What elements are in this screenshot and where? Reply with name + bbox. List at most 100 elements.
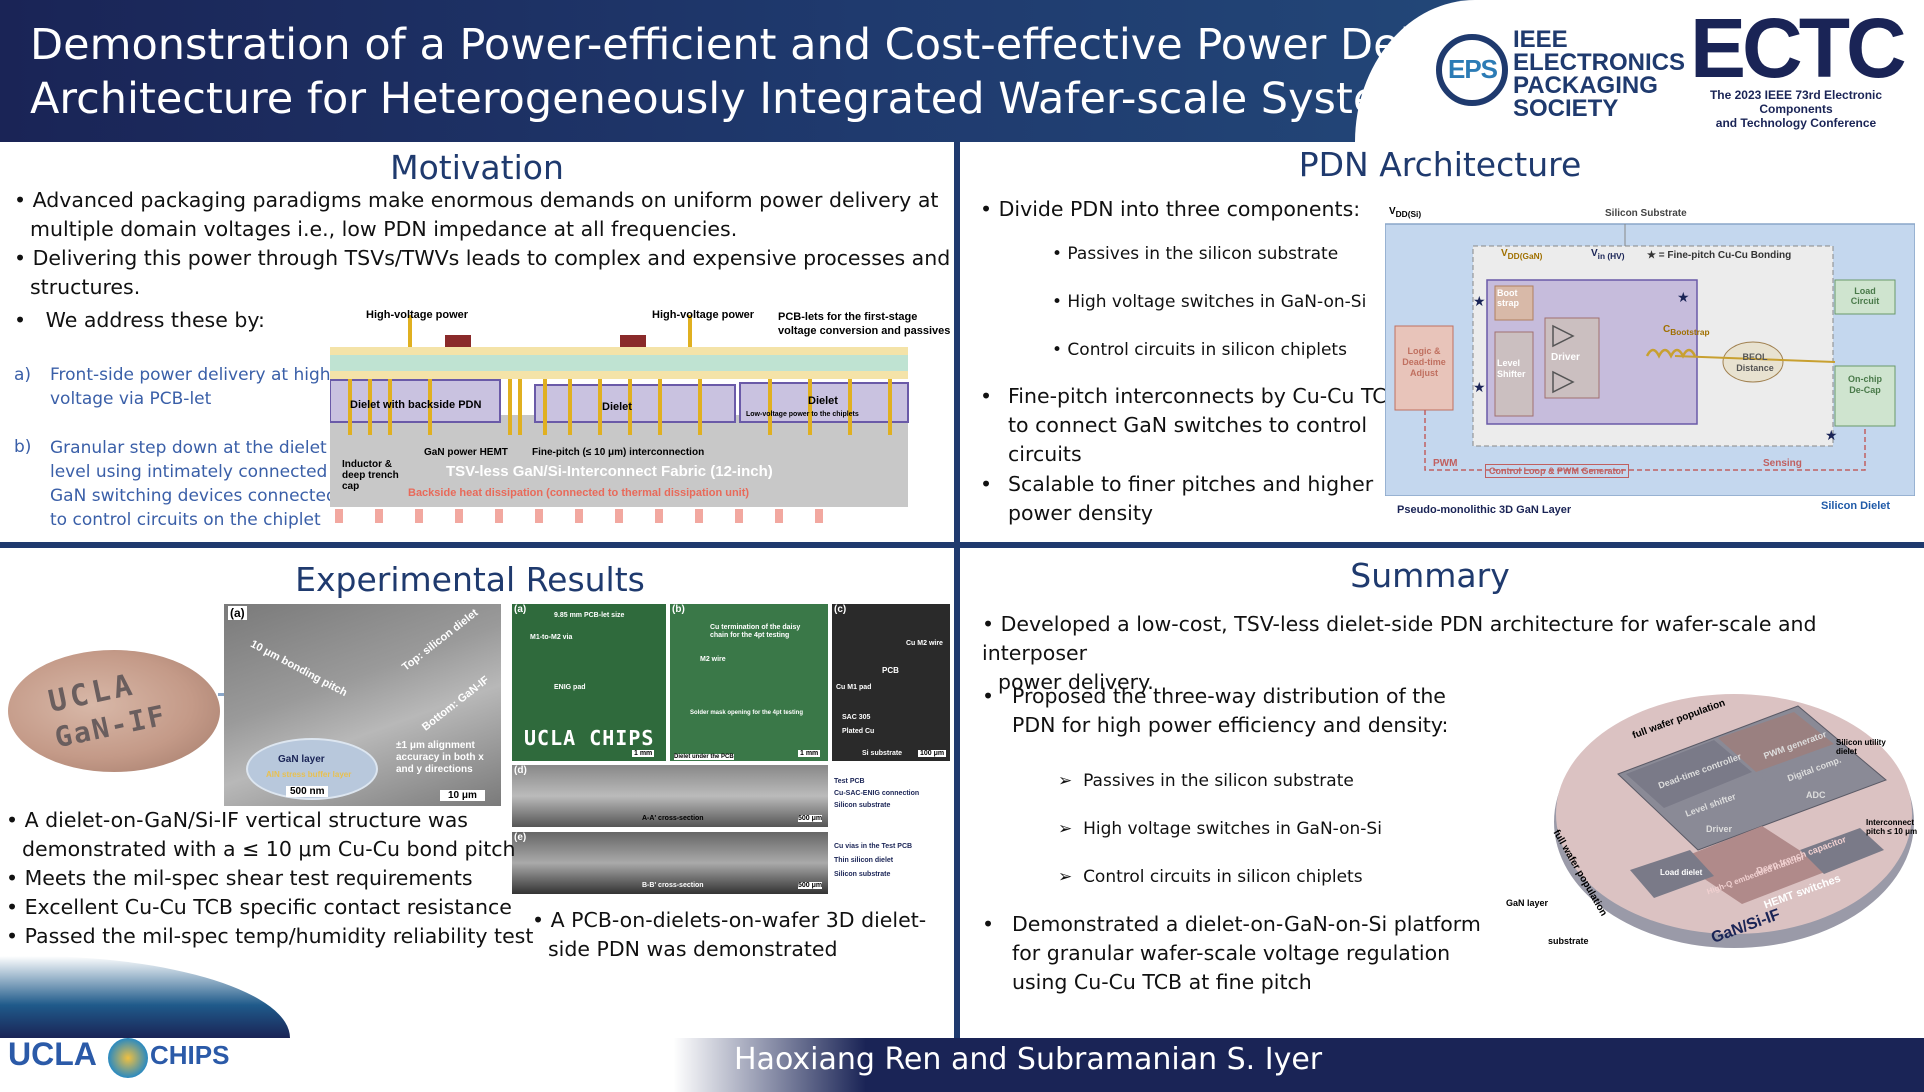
- pcb-m1m2: M1-to-M2 via: [530, 634, 573, 641]
- pcb-cu-vias: Cu vias in the Test PCB: [834, 843, 913, 850]
- pcb-si-sub3: Silicon substrate: [834, 871, 891, 878]
- summary-bullet1: • Developed a low-cost, TSV-less dielet-…: [982, 610, 1924, 697]
- fig-legend: ★ = Fine-pitch Cu-Cu Bonding: [1647, 250, 1792, 261]
- fig-pcblets-2: voltage conversion and passives: [778, 325, 951, 337]
- sem-image: (a) 10 μm bonding pitch Top: silicon die…: [224, 604, 501, 806]
- sem-align: ±1 μm alignment accuracy in both x and y…: [396, 740, 484, 776]
- pdn-bullet2-marker: •: [980, 384, 993, 408]
- pcb-scale-d: 500 μm: [798, 815, 823, 822]
- pcb-cu-sac: Cu-SAC-ENIG connection: [834, 790, 920, 797]
- pcb-cu-m2: Cu M2 wire: [906, 640, 943, 647]
- pcb-cross-e: (e) B-B' cross-section 500 μm: [512, 832, 828, 894]
- pdn-circuit-drawing: ★ ★ ★ ★: [1384, 223, 1916, 497]
- item-a-line2: voltage via PCB-let: [50, 389, 212, 409]
- fig-fabric: TSV-less GaN/Si-Interconnect Fabric (12-…: [446, 463, 773, 480]
- summary-bullet2-line2: PDN for high power efficiency and densit…: [1012, 713, 1449, 737]
- summary-bullet1-line2: power delivery.: [998, 670, 1154, 694]
- motivation-item-b-marker: b): [14, 437, 32, 457]
- pcb-cu-m1: Cu M1 pad: [836, 684, 872, 691]
- fig-fine-pitch: Fine-pitch (≤ 10 μm) interconnection: [532, 447, 705, 458]
- pcb-ucla: UCLA CHIPS: [524, 726, 655, 750]
- sem-top: Top: silicon dielet: [400, 606, 481, 674]
- fig-onchip: On-chip De-Cap: [1848, 374, 1882, 395]
- horizontal-divider: [0, 542, 1924, 548]
- pcb-cu-term: Cu termination of the daisy chain for th…: [710, 624, 800, 640]
- fig-si-sub: Silicon Substrate: [1605, 208, 1687, 219]
- fig-pseudo: Pseudo-monolithic 3D GaN Layer: [1397, 504, 1572, 516]
- summary-bullet2: Proposed the three-way distribution of t…: [1012, 682, 1448, 740]
- motivation-bullet3-text: We address these by:: [45, 308, 265, 332]
- fig-vdd-si: VDD(Si): [1389, 206, 1421, 219]
- pdn-bullet3-marker: •: [980, 472, 993, 496]
- motivation-bullet1-line2: multiple domain voltages i.e., low PDN i…: [30, 217, 738, 241]
- eps-line2: ELECTRONICS: [1513, 49, 1686, 76]
- fig-ctrl: Control Loop & PWM Generator: [1485, 464, 1629, 478]
- pdn-bullet2-line2: to connect GaN switches to control: [1008, 413, 1368, 437]
- svg-text:★: ★: [1825, 427, 1838, 443]
- sem-gan-layer: GaN layer: [278, 754, 325, 765]
- pcb-sac: SAC 305: [842, 714, 871, 721]
- summary-sub1: ➢ Passives in the silicon substrate: [1058, 770, 1354, 792]
- fig-legend-text: = Fine-pitch Cu-Cu Bonding: [1658, 250, 1792, 261]
- svg-text:★: ★: [1473, 293, 1486, 309]
- sem-a: (a): [228, 606, 247, 620]
- pdn-sub1: • Passives in the silicon substrate: [1052, 244, 1339, 264]
- fig-driver: Driver: [1551, 352, 1580, 363]
- pcb-cross-d: (d) A-A' cross-section 500 μm: [512, 765, 828, 827]
- pcb-d-labels: Test PCB Cu-SAC-ENIG connection Silicon …: [834, 776, 919, 812]
- pcb-size: 9.85 mm PCB-let size: [554, 612, 625, 619]
- ectc-sub-line2: and Technology Conference: [1715, 116, 1877, 130]
- fig-sensing: Sensing: [1763, 458, 1802, 469]
- wafer-photo: UCLA GaN-IF: [8, 650, 220, 772]
- results-bullet1-line2: demonstrated with a ≤ 10 μm Cu-Cu bond p…: [22, 837, 516, 861]
- pcb-bb: B-B' cross-section: [642, 882, 704, 889]
- motivation-title: Motivation: [390, 148, 564, 187]
- item-b-line1: Granular step down at the dielet: [50, 438, 327, 458]
- results-title: Experimental Results: [295, 560, 645, 599]
- pcb-photo-b: (b) Cu termination of the daisy chain fo…: [670, 604, 828, 761]
- fig-logic: Logic & Dead-time Adjust: [1402, 346, 1446, 378]
- summary-sub1-text: Passives in the silicon substrate: [1083, 771, 1354, 791]
- poster-title-line2: Architecture for Heterogeneously Integra…: [30, 74, 1444, 124]
- vertical-divider: [954, 142, 960, 1038]
- pcb-e: (e): [514, 832, 527, 843]
- results-bullet5: • A PCB-on-dielets-on-wafer 3D dielet- s…: [532, 906, 926, 964]
- chips-logo-icon: [108, 1038, 148, 1078]
- fig-level: Level Shifter: [1497, 358, 1526, 379]
- fig-lv-power: Low-voltage power to the chiplets: [746, 411, 859, 418]
- eps-logo-mark: EPS: [1448, 54, 1498, 84]
- pcb-si-sub2: Silicon substrate: [834, 802, 891, 809]
- motivation-bullet2-line2: structures.: [30, 275, 141, 299]
- pcb-thin: Thin silicon dielet: [834, 857, 894, 864]
- svg-text:★: ★: [1473, 379, 1486, 395]
- summary-sub3-text: Control circuits in silicon chiplets: [1083, 867, 1363, 887]
- poster-title-line1: Demonstration of a Power-efficient and C…: [30, 20, 1519, 70]
- fig-beol: BEOL Distance: [1736, 352, 1774, 373]
- fig-hv-power-2: High-voltage power: [652, 309, 755, 321]
- vdd-si-v: V: [1389, 206, 1396, 217]
- footer-authors: Haoxiang Ren and Subramanian S. Iyer: [734, 1042, 1323, 1077]
- results-bullets: • A dielet-on-GaN/Si-IF vertical structu…: [6, 806, 533, 951]
- fig-si-dielet: Silicon Dielet: [1821, 500, 1891, 512]
- results-bullet3: • Excellent Cu-Cu TCB specific contact r…: [6, 895, 512, 919]
- pcb-cu-term-l1: Cu termination of the daisy: [710, 624, 801, 631]
- fig-cboot: CBootstrap: [1663, 324, 1710, 337]
- fig-hv-power-1: High-voltage power: [366, 309, 469, 321]
- footer-wave: [0, 956, 290, 1038]
- item-b-line4: to control circuits on the chiplet: [50, 510, 321, 530]
- summary-bullet3-line3: using Cu-Cu TCB at fine pitch: [1012, 970, 1312, 994]
- fig-substrate: substrate: [1548, 936, 1589, 946]
- pcb-a: (a): [514, 604, 527, 615]
- fig-si-utility: Silicon utility dielet: [1836, 738, 1886, 756]
- pcb-scale-c: 100 μm: [918, 750, 947, 757]
- results-bullet5-line2: side PDN was demonstrated: [548, 937, 838, 961]
- pcb-photo-c: (c) Cu M2 wire PCB Cu M1 pad SAC 305 Pla…: [832, 604, 950, 761]
- fig-pwm: PWM: [1433, 458, 1458, 469]
- pdn-circuit-figure: ★ ★ ★ ★ VDD(Si) Silicon Substrate VDD(Ga…: [1384, 206, 1916, 516]
- sem-align-l3: and y directions: [396, 764, 473, 775]
- pcb-solder: Solder mask opening for the 4pt testing: [690, 710, 804, 716]
- item-a-line1: Front-side power delivery at high: [50, 365, 331, 385]
- motivation-bullet1: • Advanced packaging paradigms make enor…: [14, 186, 950, 302]
- cboot-sub: Bootstrap: [1670, 327, 1710, 337]
- results-bullet4: • Passed the mil-spec temp/humidity reli…: [6, 924, 534, 948]
